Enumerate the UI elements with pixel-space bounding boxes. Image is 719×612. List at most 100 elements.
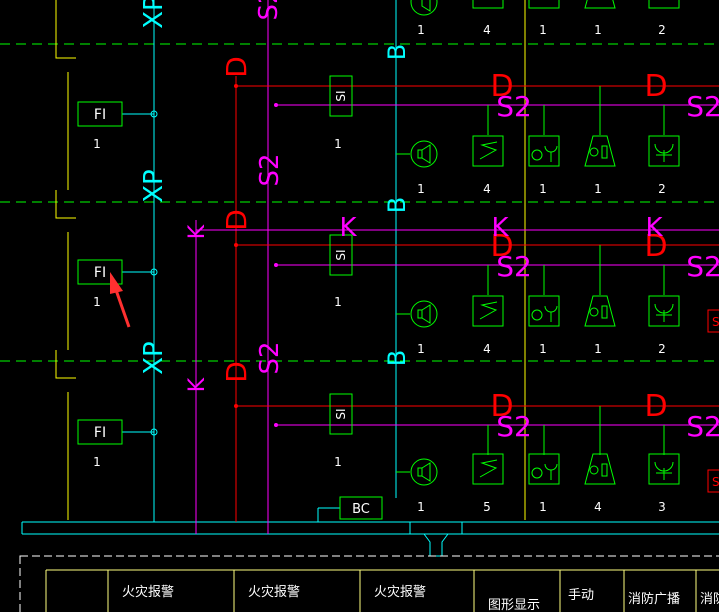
smoke-detector-icon [472, 0, 504, 9]
count-r1-4: 2 [658, 182, 666, 196]
fi-label-2: FI [94, 265, 106, 281]
hydrant-button-icon [648, 135, 680, 167]
branch-nodes [234, 84, 278, 427]
magenta-riser [196, 0, 719, 534]
device-row-top-partial [472, 0, 680, 9]
count-top-0: 1 [417, 23, 425, 37]
hydrant-button-icon [648, 295, 680, 327]
fi-label-3: FI [94, 425, 106, 441]
partial-s-label-2: S [712, 475, 719, 489]
speaker-icons [410, 0, 438, 486]
d-label-branch-1b: D [644, 69, 667, 104]
device-counts-row-1: 1 4 1 1 2 [417, 182, 666, 196]
floor-separators [0, 43, 719, 362]
s2-label-branch-1a: S2 [496, 90, 532, 123]
speaker-icon [410, 300, 438, 328]
count-top-3: 1 [594, 23, 602, 37]
count-top-1: 4 [483, 23, 491, 37]
d-label-riser-1: D [220, 56, 253, 78]
bottom-bus [21, 521, 719, 557]
si-count-2: 1 [334, 295, 342, 309]
si-label-1: SI [334, 90, 348, 101]
s2-label-branch-1b: S2 [686, 90, 719, 123]
fi-module-3 [77, 419, 123, 445]
count-r1-0: 1 [417, 182, 425, 196]
riser-bracket-3 [55, 350, 76, 379]
fi-count-1: 1 [93, 137, 101, 151]
b-label-riser-1: B [383, 44, 411, 60]
si-count-3: 1 [334, 455, 342, 469]
d-label-branch-3b: D [644, 389, 667, 424]
device-row-2 [472, 295, 680, 327]
node-mag-3 [274, 423, 278, 427]
count-r3-1: 5 [483, 500, 491, 514]
manual-call-point-icon [584, 0, 616, 9]
table-headers: 火灾报警 火灾报警 火灾报警 图形显示 手动 消防广播 消防 [122, 584, 719, 612]
red-arrow-pointer-icon [110, 272, 131, 328]
count-r1-3: 1 [594, 182, 602, 196]
si-module-2 [329, 234, 353, 276]
table-header-fire-partial: 消防 [700, 591, 719, 607]
bc-module [339, 496, 383, 520]
manual-call-point-icon [584, 453, 616, 485]
device-row-1 [472, 135, 680, 167]
s2-label-riser-2: S2 [255, 341, 285, 374]
d-label-branch-2a: D [490, 229, 513, 264]
smoke-detector-icon [472, 295, 504, 327]
fi-module-2 [77, 259, 123, 285]
k-label-branch-2: K [491, 213, 509, 243]
partial-s-box-1 [707, 309, 719, 333]
partial-s-box-2 [707, 469, 719, 493]
count-top-2: 1 [539, 23, 547, 37]
bc-label: BC [352, 502, 370, 517]
speaker-icon [410, 140, 438, 168]
heat-detector-icon [528, 0, 560, 9]
fi-node-2 [150, 268, 158, 276]
b-label-riser-2: B [383, 197, 411, 213]
count-r2-0: 1 [417, 342, 425, 356]
table-header-manual: 手动 [568, 588, 594, 603]
si-count-1: 1 [334, 137, 342, 151]
riser-bracket-2 [55, 190, 76, 219]
legend-table [19, 555, 719, 612]
s2-label-branch-3a: S2 [496, 410, 532, 443]
smoke-detector-icon [472, 453, 504, 485]
device-row-3 [472, 453, 680, 485]
count-r3-0: 1 [417, 500, 425, 514]
node-mag-2 [274, 263, 278, 267]
k-label-riser-2: K [185, 377, 210, 392]
partial-s-label-1: S [712, 315, 719, 329]
d-label-branch-1a: D [490, 69, 513, 104]
table-header-fire-broadcast: 消防广播 [628, 591, 680, 607]
table-header-graphic-display: 图形显示 [488, 598, 540, 612]
d-label-branch-2b: D [644, 229, 667, 264]
left-riser [55, 0, 76, 520]
fi-modules [77, 101, 123, 445]
heat-detector-icon [528, 135, 560, 167]
red-branches [236, 85, 719, 407]
s2-label-branch-3b: S2 [686, 410, 719, 443]
count-r3-2: 1 [539, 500, 547, 514]
k-label-branch-3: K [645, 213, 663, 243]
count-top-4: 2 [658, 23, 666, 37]
node-red-2 [234, 243, 238, 247]
s2-label-riser-0: S2 [254, 0, 284, 21]
riser-bracket-1 [55, 46, 76, 59]
s2-label-riser-1: S2 [255, 153, 285, 186]
xp-label-2: XP [139, 169, 169, 203]
device-counts-top: 1 4 1 1 2 [417, 23, 666, 37]
count-r1-2: 1 [539, 182, 547, 196]
table-header-fire-alarm-3: 火灾报警 [374, 584, 426, 600]
fi-count-3: 1 [93, 455, 101, 469]
node-mag-1 [274, 103, 278, 107]
count-r3-4: 3 [658, 500, 666, 514]
heat-detector-icon [528, 295, 560, 327]
node-red-1 [234, 84, 238, 88]
si-label-2: SI [334, 249, 348, 260]
count-r1-1: 4 [483, 182, 491, 196]
xp-label-3: XP [139, 341, 169, 375]
speaker-icon [410, 0, 438, 16]
table-header-fire-alarm-1: 火灾报警 [122, 584, 174, 600]
